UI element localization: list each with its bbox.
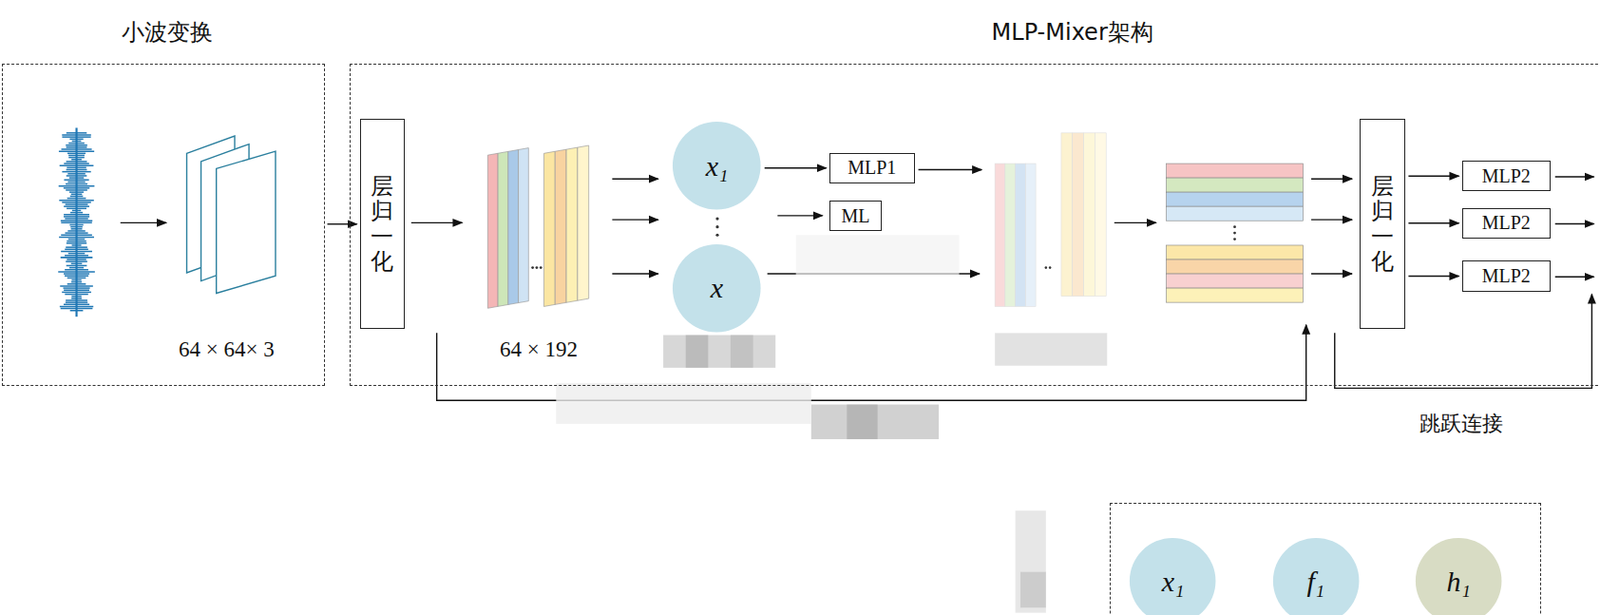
variable-name: x₁ — [1161, 565, 1185, 598]
token-circle: x₁ — [671, 120, 762, 211]
circle-fill — [672, 244, 762, 333]
transposed-strips — [994, 133, 1106, 307]
dimension-label: 64 × 192 — [499, 337, 578, 362]
layer-norm-box: 层归一化 — [360, 118, 405, 329]
circle-fill — [1273, 537, 1360, 615]
panel-title: MLP-Mixer架构 — [991, 17, 1154, 48]
state-circle: h₁ — [1414, 536, 1503, 615]
circle-fill — [1129, 537, 1217, 615]
token-circle: x — [671, 243, 762, 334]
waveform — [57, 127, 96, 317]
mlp-box: MLP2 — [1462, 260, 1551, 291]
dimension-label: 64 × 64× 3 — [178, 337, 275, 362]
layer-norm-text: 层归一化 — [370, 173, 394, 275]
skip-connection-label: 跳跃连接 — [1419, 409, 1504, 439]
feature-maps — [187, 135, 276, 293]
flow-arrow — [1408, 222, 1459, 224]
mlp-box: MLP2 — [1462, 208, 1551, 239]
layer-norm-text: 层归一化 — [1371, 173, 1394, 275]
circle-fill — [1415, 537, 1503, 615]
mlp-text: ML — [841, 205, 871, 228]
layer-norm-box: 层归一化 — [1359, 118, 1406, 329]
mlp-text: MLP2 — [1482, 265, 1531, 287]
mlp-box: MLP1 — [829, 152, 915, 184]
panel-title: 小波变换 — [121, 17, 213, 48]
wavelet-panel: 小波变换 — [1, 63, 324, 386]
flow-arrow — [1408, 175, 1459, 177]
state-panel: x₁f₁h₁x₁f₁h₁ — [1109, 502, 1541, 615]
blur-mosaic — [555, 234, 1107, 612]
mlp-text: MLP1 — [847, 156, 896, 179]
variable-name: x₁ — [705, 150, 729, 183]
state-circle: x₁ — [1128, 536, 1217, 615]
state-circle: f₁ — [1272, 536, 1360, 615]
variable-name: x — [710, 271, 724, 305]
flow-arrow — [764, 167, 827, 169]
column-strips — [487, 145, 589, 308]
row-strips — [1166, 163, 1304, 303]
flow-arrow — [327, 223, 358, 225]
mlp-text: MLP2 — [1482, 211, 1531, 234]
circle-fill — [672, 121, 762, 210]
flow-arrow — [1408, 275, 1459, 277]
variable-name: f₁ — [1307, 565, 1326, 598]
variable-name: h₁ — [1447, 565, 1471, 598]
mixer-panel: MLP-Mixer架构层归一化x₁xMLP1ML层归一化MLP2MLP2MLP2 — [349, 63, 1600, 386]
mlp-box: MLP2 — [1462, 160, 1551, 191]
mlp-box: ML — [829, 200, 883, 231]
mlp-text: MLP2 — [1482, 165, 1531, 188]
